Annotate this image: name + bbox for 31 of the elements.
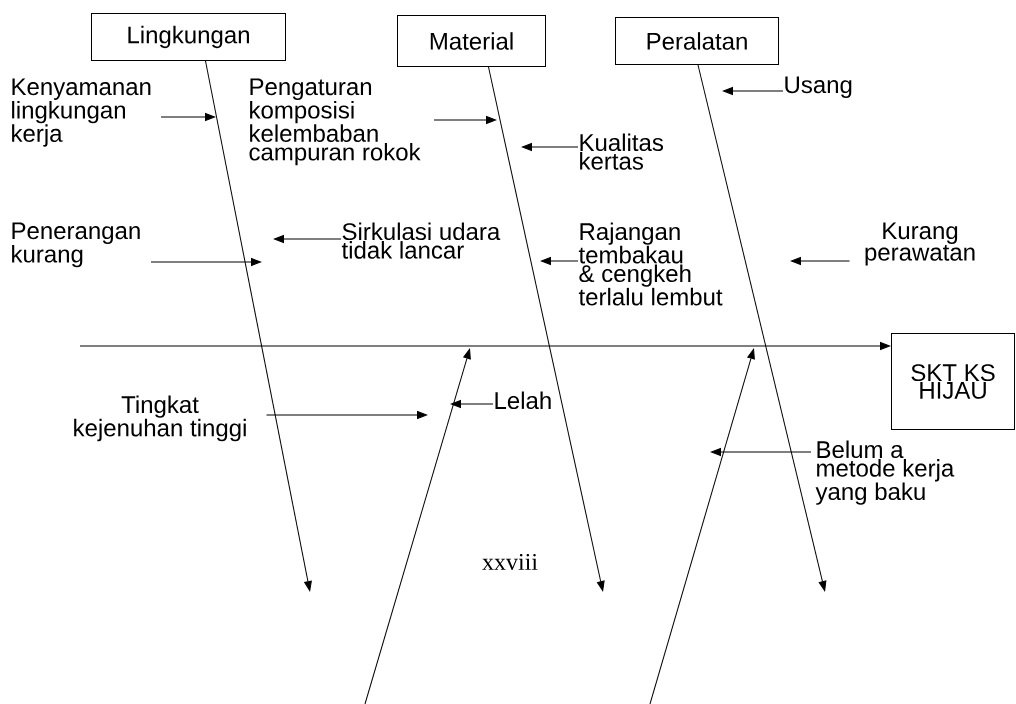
arrow: [160, 113, 216, 121]
arrow: [521, 143, 579, 151]
cause-label: Sirkulasi udara tidak lancar: [341, 222, 501, 259]
bone-arrow: [488, 66, 605, 592]
arrow: [273, 235, 342, 243]
bone-arrow: [697, 64, 827, 592]
cause-label: Lelah: [495, 391, 551, 410]
cause-label: Tingkat kejenuhan tinggi: [74, 395, 246, 442]
effect-box: SKT KS HIJAU: [891, 333, 1015, 430]
spine-arrow: [79, 342, 891, 350]
cause-label: Penerangan kurang: [12, 222, 140, 268]
cause-label: Usang: [785, 76, 852, 98]
arrow: [266, 411, 428, 419]
arrow: [150, 258, 262, 266]
category-box: Material: [397, 15, 546, 67]
arrow: [540, 257, 579, 265]
arrow: [450, 400, 494, 408]
arrow: [790, 257, 850, 265]
cause-label: Rajangan tembakau & cengkeh terlalu lembut: [578, 222, 723, 306]
category-box: Lingkungan: [91, 13, 286, 61]
page-number: xxviii: [482, 553, 538, 571]
arrow: [722, 87, 784, 95]
bone-arrow: [205, 60, 312, 592]
cause-label: Kualitas kertas: [580, 133, 663, 170]
arrow: [433, 116, 497, 124]
cause-label: Pengaturan komposisi kelembaban campuran rokok: [249, 78, 421, 166]
category-box: Peralatan: [615, 17, 779, 65]
arrow: [710, 448, 812, 456]
cause-label: Belum a metode kerja yang baku: [815, 440, 955, 505]
cause-label: Kenyamanan lingkungan kerja: [12, 78, 151, 147]
cause-label: Kurang perawatan: [865, 222, 975, 266]
